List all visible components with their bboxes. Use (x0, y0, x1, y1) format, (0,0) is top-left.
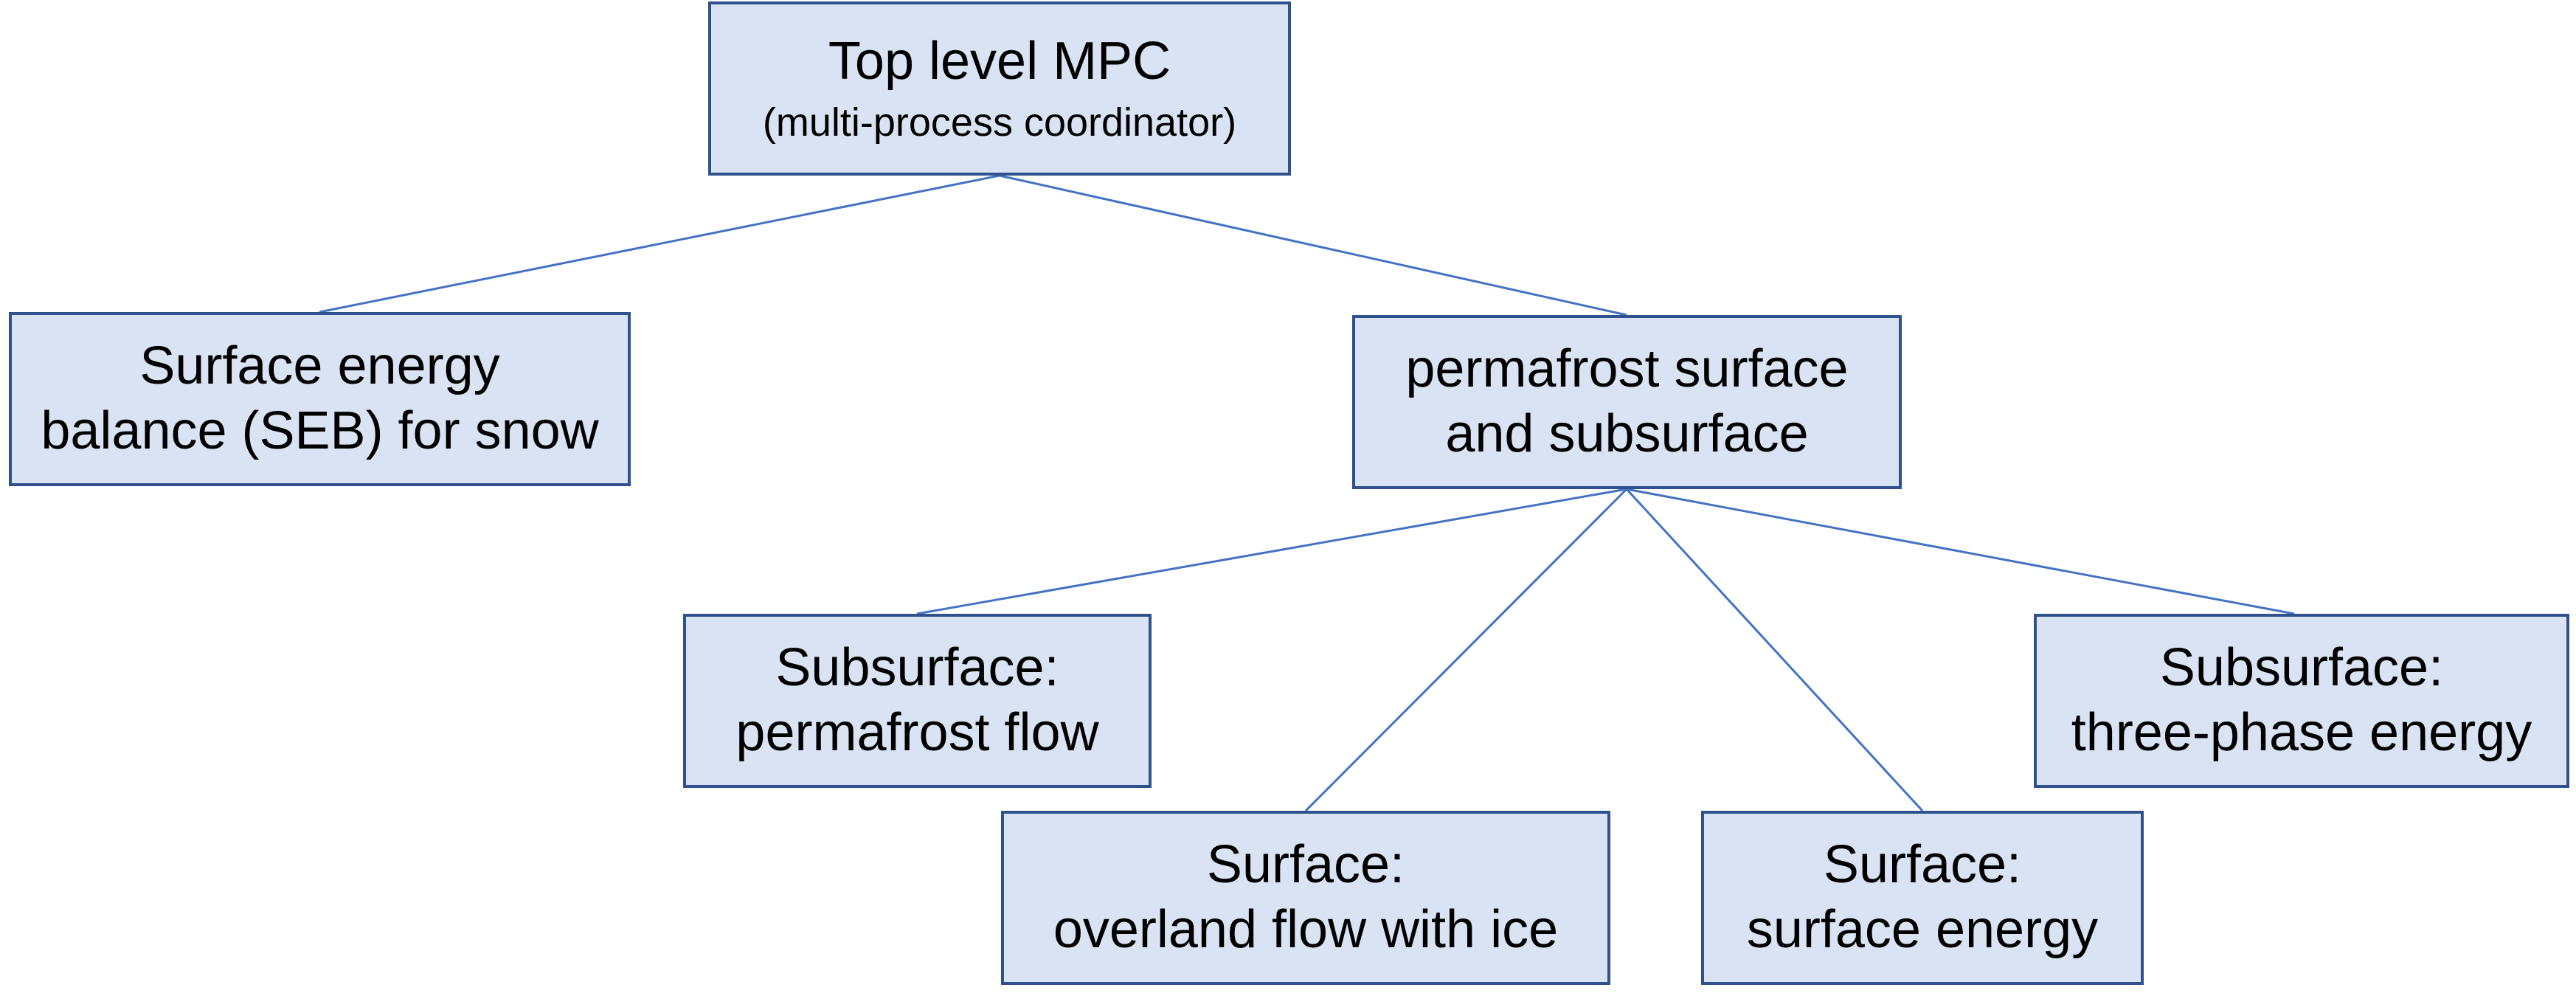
subsurface-three-phase-energy-node: Subsurface: three-phase energy (2034, 614, 2569, 788)
node-label-line-2: surface energy (1746, 900, 2099, 959)
node-label-line-1: Surface: (1206, 835, 1405, 895)
node-label-line-1: Surface energy (139, 336, 500, 396)
node-label-line-1: Surface: (1823, 835, 2022, 895)
subsurface-permafrost-flow-node: Subsurface: permafrost flow (683, 614, 1152, 788)
surface-overland-flow-node: Surface: overland flow with ice (1001, 811, 1610, 985)
node-label-line-1: Subsurface: (775, 638, 1059, 698)
edge-permafrost-to-subsurface-energy (1626, 488, 2295, 615)
edge-root-to-permafrost (999, 174, 1627, 316)
permafrost-surface-subsurface-node: permafrost surface and subsurface (1352, 315, 1902, 489)
node-label-line-2: permafrost flow (735, 703, 1099, 762)
edge-permafrost-to-surface-energy (1625, 488, 1924, 812)
edge-permafrost-to-subsurface-flow (916, 488, 1627, 615)
node-label-line-2: balance (SEB) for snow (41, 401, 599, 460)
node-label-line-1: Subsurface: (2159, 638, 2444, 698)
edge-permafrost-to-surface-flow (1304, 488, 1628, 812)
node-label-line-2: three-phase energy (2071, 703, 2532, 762)
surface-energy-balance-node: Surface energy balance (SEB) for snow (9, 312, 631, 486)
node-title: Top level MPC (828, 32, 1171, 91)
top-level-mpc-node: Top level MPC (multi-process coordinator… (708, 1, 1291, 176)
node-label-line-2: overland flow with ice (1053, 900, 1559, 959)
node-label-line-2: and subsurface (1445, 404, 1809, 463)
surface-energy-node: Surface: surface energy (1701, 811, 2144, 985)
node-subtitle: (multi-process coordinator) (762, 100, 1237, 145)
edge-root-to-seb (319, 174, 1000, 314)
node-label-line-1: permafrost surface (1405, 339, 1849, 399)
